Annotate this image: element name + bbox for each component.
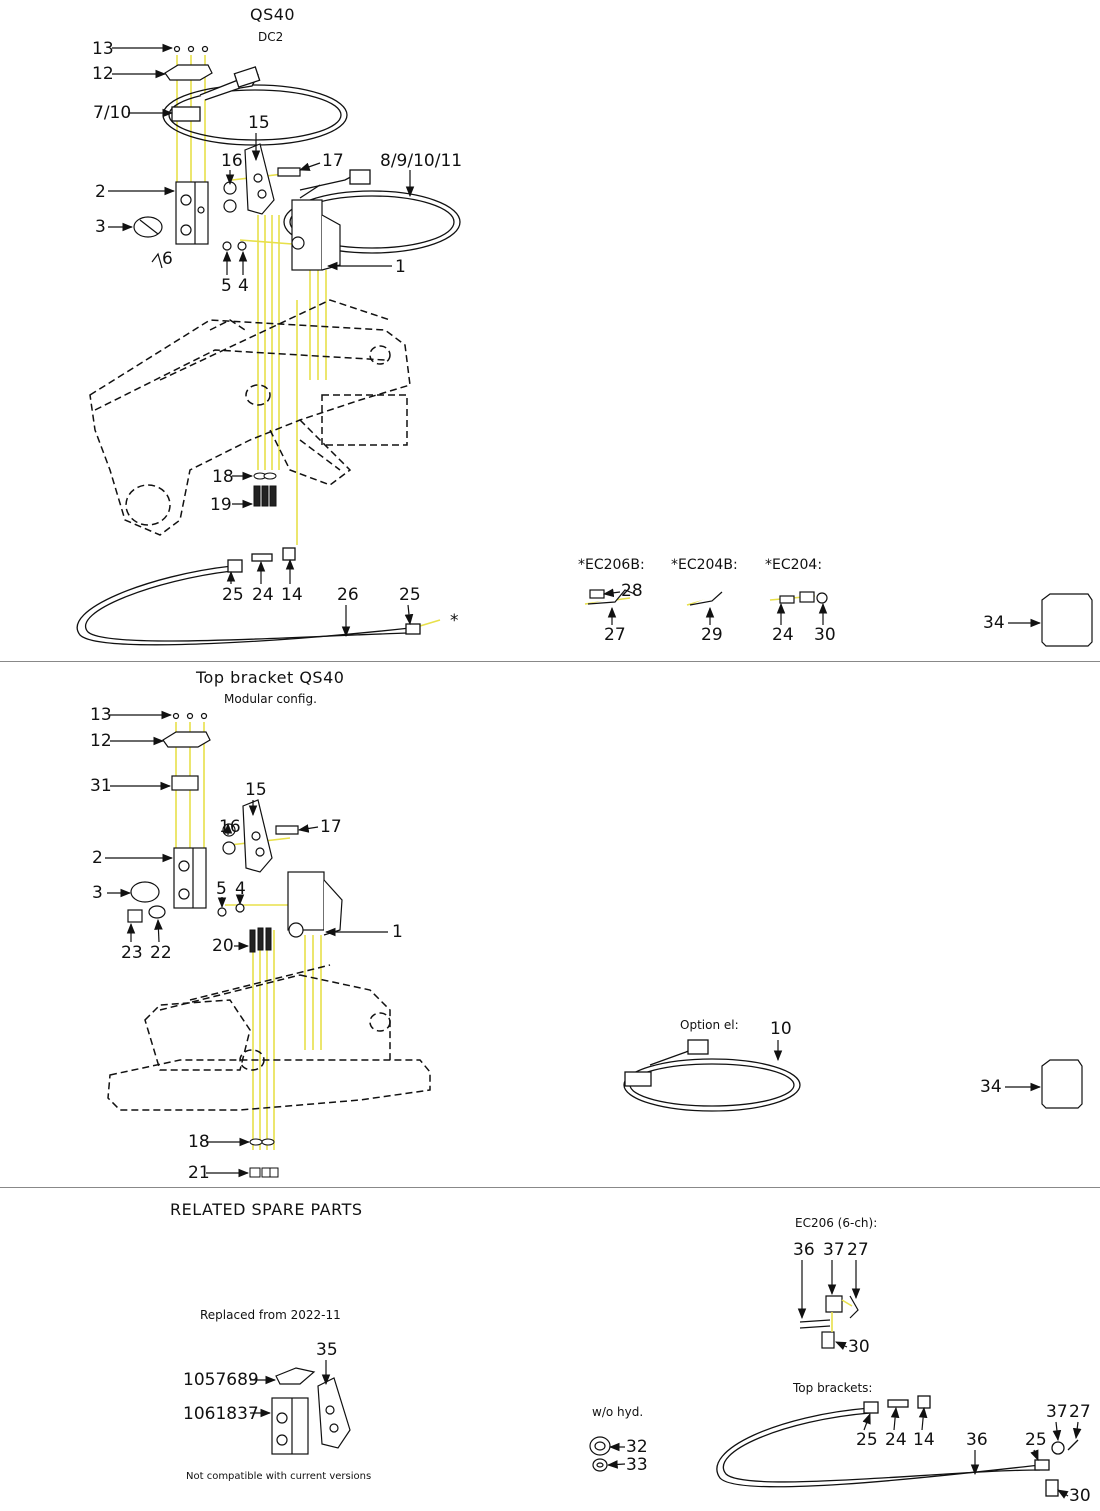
callout-12-s2: 12 [90, 731, 112, 751]
callout-23: 23 [121, 943, 143, 963]
hose-26 [76, 547, 421, 646]
callout-star: * [450, 611, 459, 631]
ec206-fittings-art [799, 1295, 859, 1349]
callout-18-s2: 18 [188, 1132, 210, 1152]
option-el-label: Option el: [680, 1018, 739, 1032]
callout-12: 12 [92, 64, 114, 84]
callout-22: 22 [150, 943, 172, 963]
assembly-guide-lines-1 [176, 55, 816, 627]
studs-20 [249, 927, 272, 953]
bolts-18-19 [253, 472, 277, 507]
variant-fittings [587, 589, 828, 606]
callout-16: 16 [221, 151, 243, 171]
section2-title: Top bracket QS40 [196, 668, 345, 687]
callout-8-9-10-11: 8/9/10/11 [380, 151, 463, 171]
compatibility-note: Not compatible with current versions [186, 1471, 372, 1482]
callout-30-tb: 30 [1069, 1486, 1091, 1506]
callout-1: 1 [395, 257, 406, 277]
callout-17-s2: 17 [320, 817, 342, 837]
callout-36-ec206: 36 [793, 1240, 815, 1260]
callout-1-s2: 1 [392, 922, 403, 942]
section3-title: RELATED SPARE PARTS [170, 1200, 363, 1219]
part-number-1061837: 1061837 [183, 1404, 259, 1424]
callout-24-variant: 24 [772, 625, 794, 645]
callout-14-tb: 14 [913, 1430, 935, 1450]
callout-30-ec206: 30 [848, 1337, 870, 1357]
callout-15: 15 [248, 113, 270, 133]
callout-19: 19 [210, 495, 232, 515]
callout-4-s2: 4 [235, 879, 246, 899]
callout-13-s2: 13 [90, 705, 112, 725]
callout-30: 30 [814, 625, 836, 645]
part-number-1057689: 1057689 [183, 1370, 259, 1390]
variant-ec204b: *EC204B: [671, 557, 738, 573]
callout-27: 27 [604, 625, 626, 645]
quick-coupler-frame-1 [89, 299, 411, 536]
top-bracket-frame-2 [107, 964, 431, 1111]
callout-25-tb-a: 25 [856, 1430, 878, 1450]
section-divider-bottom [0, 1187, 1100, 1188]
ec206-label: EC206 (6-ch): [795, 1216, 878, 1230]
variant-ec204: *EC204: [765, 557, 823, 573]
dust-cap-34-mid [1041, 1059, 1083, 1109]
callout-16-s2: 16 [219, 817, 241, 837]
top-brackets-label: Top brackets: [793, 1381, 873, 1395]
callout-3-s2: 3 [92, 883, 103, 903]
section1-subtitle: DC2 [258, 30, 284, 44]
dust-cap-34-top [1041, 593, 1093, 647]
assembly-guide-lines-2 [175, 722, 322, 1150]
callout-4: 4 [238, 276, 249, 296]
variant-ec206b: *EC206B: [578, 557, 645, 573]
callout-18: 18 [212, 467, 234, 487]
callout-33: 33 [626, 1455, 648, 1475]
callout-2-s2: 2 [92, 848, 103, 868]
cable-loop-option-10 [623, 1039, 801, 1112]
callout-31: 31 [90, 776, 112, 796]
leader-arrows [105, 43, 1082, 1499]
callout-34-mid: 34 [980, 1077, 1002, 1097]
callout-7-10: 7/10 [93, 103, 132, 123]
caps-32-33 [589, 1436, 611, 1472]
section1-title: QS40 [250, 5, 296, 24]
callout-36-tb: 36 [966, 1430, 988, 1450]
top-brackets-hose-art [716, 1395, 1079, 1497]
callout-2: 2 [95, 182, 106, 202]
section-divider-top [0, 661, 1100, 662]
callout-25-b: 25 [399, 585, 421, 605]
callout-35: 35 [316, 1340, 338, 1360]
callout-5-s2: 5 [216, 879, 227, 899]
callout-37-ec206: 37 [823, 1240, 845, 1260]
callout-14: 14 [281, 585, 303, 605]
callout-17: 17 [322, 151, 344, 171]
callout-28: 28 [621, 581, 643, 601]
callout-20: 20 [212, 936, 234, 956]
callout-34-top: 34 [983, 613, 1005, 633]
replaced-parts-art [271, 1367, 351, 1455]
wo-hyd-label: w/o hyd. [592, 1405, 644, 1419]
callout-26: 26 [337, 585, 359, 605]
section2-subtitle: Modular config. [224, 692, 317, 706]
callout-27-ec206: 27 [847, 1240, 869, 1260]
callout-37-tb: 37 [1046, 1402, 1068, 1422]
small-parts-1 [133, 45, 341, 271]
ec206-guides [831, 1299, 853, 1332]
callout-5: 5 [221, 276, 232, 296]
callout-6: 6 [162, 249, 173, 269]
callout-25-tb-b: 25 [1025, 1430, 1047, 1450]
callout-25-a: 25 [222, 585, 244, 605]
callout-15-s2: 15 [245, 780, 267, 800]
callout-29: 29 [701, 625, 723, 645]
callout-24-tb: 24 [885, 1430, 907, 1450]
nuts-18-21 [249, 1138, 279, 1178]
callout-21: 21 [188, 1163, 210, 1183]
callout-10-option: 10 [770, 1019, 792, 1039]
callout-24: 24 [252, 585, 274, 605]
callout-3: 3 [95, 217, 106, 237]
callout-27-tb: 27 [1069, 1402, 1091, 1422]
replaced-note: Replaced from 2022-11 [200, 1308, 341, 1322]
callout-13: 13 [92, 39, 114, 59]
cable-loop-8-9-10-11 [283, 169, 461, 254]
callout-32: 32 [626, 1437, 648, 1457]
